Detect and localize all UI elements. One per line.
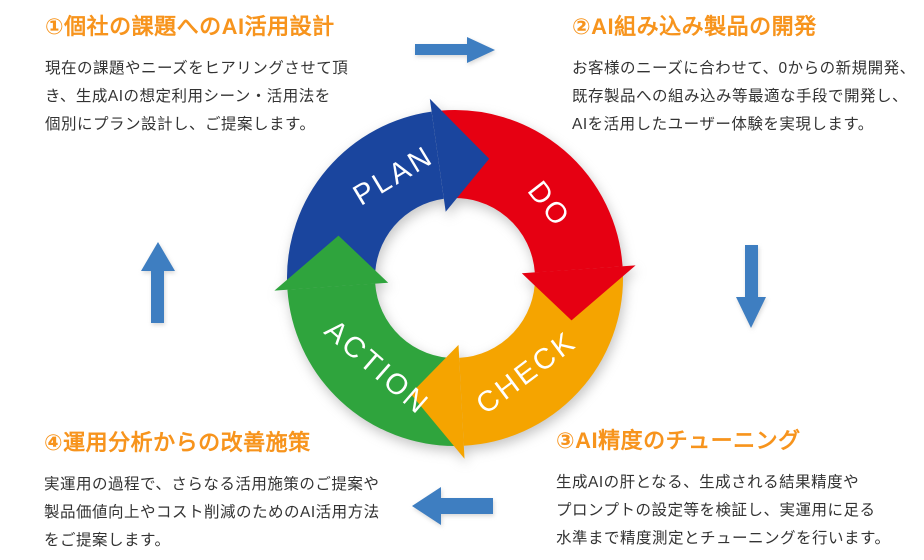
- section-step-3: ③AI精度のチューニング 生成AIの肝となる、生成される結果精度や プロンプトの…: [556, 426, 890, 553]
- section-step-1: ①個社の課題へのAI活用設計 現在の課題やニーズをヒアリングさせて頂 き、生成A…: [45, 12, 348, 139]
- step-2-text-line: AIを活用したユーザー体験を実現します。: [572, 116, 874, 133]
- step-2-heading: ②AI組み込み製品の開発: [572, 14, 817, 39]
- step-1-text-line: 現在の課題やニーズをヒアリングさせて頂: [45, 60, 349, 77]
- flow-arrow-bottom-left-icon: [412, 487, 493, 525]
- step-3-text-line: 生成AIの肝となる、生成される結果精度や: [556, 474, 860, 491]
- check-segment-arrowhead: [410, 344, 465, 459]
- step-3-text-line: プロンプトの設定等を検証し、実運用に足る: [556, 502, 876, 519]
- step-2-text-line: お客様のニーズに合わせて、0からの新規開発、: [572, 60, 916, 77]
- section-step-4: ④運用分析からの改善施策 実運用の過程で、さらなる活用施策のご提案や 製品価値向…: [44, 428, 380, 555]
- plan-segment-arrowhead: [429, 98, 490, 212]
- step-4-text-line: 製品価値向上やコスト削減のためのAI活用方法: [44, 504, 380, 521]
- action-segment-arrowhead: [274, 235, 389, 291]
- flow-arrows: [141, 37, 766, 525]
- step-4-text-line: 実運用の過程で、さらなる活用施策のご提案や: [44, 476, 380, 493]
- step-4-heading: ④運用分析からの改善施策: [44, 430, 311, 455]
- flow-arrow-left-up-icon: [141, 242, 175, 323]
- step-1-text-line: き、生成AIの想定利用シーン・活用法を: [45, 88, 331, 105]
- step-1-text-line: 個別にプラン設計し、ご提案します。: [45, 116, 316, 133]
- step-4-text-line: をご提案します。: [44, 532, 171, 549]
- step-2-text-line: 既存製品への組み込み等最適な手段で開発し、: [572, 88, 909, 105]
- flow-arrow-top-right-icon: [415, 37, 495, 63]
- flow-arrow-right-down-icon: [736, 245, 766, 328]
- do-segment-arrowhead: [521, 265, 636, 321]
- step-1-heading: ①個社の課題へのAI活用設計: [45, 14, 335, 39]
- section-step-2: ②AI組み込み製品の開発 お客様のニーズに合わせて、0からの新規開発、 既存製品…: [572, 12, 916, 139]
- step-3-heading: ③AI精度のチューニング: [556, 428, 801, 453]
- step-3-text-line: 水準まで精度測定とチューニングを行います。: [556, 530, 891, 547]
